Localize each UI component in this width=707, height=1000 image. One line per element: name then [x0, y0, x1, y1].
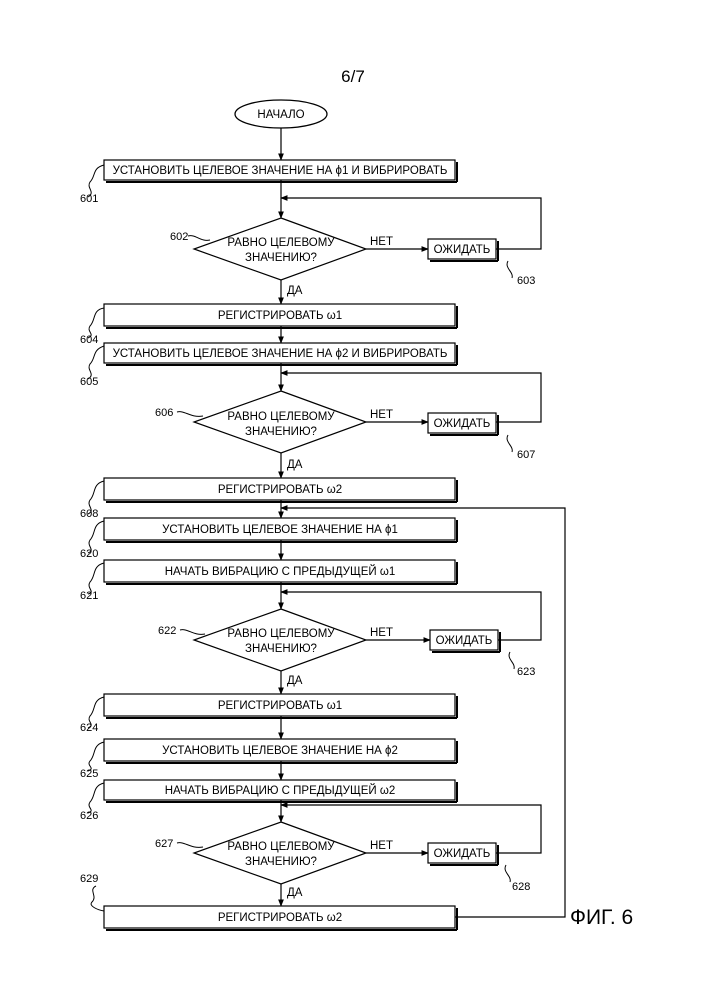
ref-608: 608	[80, 508, 98, 520]
decision-627-line1: РАВНО ЦЕЛЕВОМУ	[227, 841, 335, 853]
decision-602	[194, 218, 366, 280]
ref-620: 620	[80, 548, 98, 560]
wait-628-text: ОЖИДАТЬ	[434, 848, 491, 860]
step-626-text: НАЧАТЬ ВИБРАЦИЮ С ПРЕДЫДУЩЕЙ ω2	[165, 784, 396, 797]
ref-621: 621	[80, 590, 98, 602]
wait-607-text: ОЖИДАТЬ	[434, 418, 491, 430]
ref-628: 628	[512, 881, 530, 893]
start-label: НАЧАЛО	[257, 109, 304, 121]
no-label-622: НЕТ	[370, 627, 393, 639]
ref-606: 606	[155, 407, 173, 419]
step-605-text: УСТАНОВИТЬ ЦЕЛЕВОЕ ЗНАЧЕНИЕ НА ϕ2 И ВИБР…	[113, 348, 448, 360]
wait-603-text: ОЖИДАТЬ	[434, 244, 491, 256]
yes-label-606: ДА	[287, 459, 303, 471]
step-621-text: НАЧАТЬ ВИБРАЦИЮ С ПРЕДЫДУЩЕЙ ω1	[165, 565, 396, 578]
figure-label: ФИГ. 6	[570, 906, 633, 929]
step-601-text: УСТАНОВИТЬ ЦЕЛЕВОЕ ЗНАЧЕНИЕ НА ϕ1 И ВИБР…	[113, 165, 448, 177]
decision-606-line1: РАВНО ЦЕЛЕВОМУ	[227, 411, 335, 423]
ref-601: 601	[80, 193, 98, 205]
no-label-602: НЕТ	[370, 236, 393, 248]
ref-629: 629	[80, 873, 98, 885]
decision-622-line1: РАВНО ЦЕЛЕВОМУ	[227, 628, 335, 640]
ref-602: 602	[170, 231, 188, 243]
ref-603: 603	[517, 275, 535, 287]
ref-604: 604	[80, 334, 98, 346]
wait-623-text: ОЖИДАТЬ	[436, 635, 493, 647]
step-620-text: УСТАНОВИТЬ ЦЕЛЕВОЕ ЗНАЧЕНИЕ НА ϕ1	[162, 524, 398, 536]
ref-605: 605	[80, 376, 98, 388]
step-604-text: РЕГИСТРИРОВАТЬ ω1	[218, 310, 342, 322]
ref-623: 623	[517, 666, 535, 678]
yes-label-627: ДА	[287, 887, 303, 899]
step-625-text: УСТАНОВИТЬ ЦЕЛЕВОЕ ЗНАЧЕНИЕ НА ϕ2	[162, 745, 398, 757]
step-624-text: РЕГИСТРИРОВАТЬ ω1	[218, 700, 342, 712]
decision-627	[194, 822, 366, 884]
step-608-text: РЕГИСТРИРОВАТЬ ω2	[218, 484, 342, 496]
yes-label-622: ДА	[287, 675, 303, 687]
ref-624: 624	[80, 722, 98, 734]
decision-606-line2: ЗНАЧЕНИЮ?	[245, 426, 317, 438]
no-label-627: НЕТ	[370, 840, 393, 852]
no-label-606: НЕТ	[370, 409, 393, 421]
yes-label-602: ДА	[287, 285, 303, 297]
decision-627-line2: ЗНАЧЕНИЮ?	[245, 856, 317, 868]
decision-602-line1: РАВНО ЦЕЛЕВОМУ	[227, 237, 335, 249]
ref-627: 627	[155, 838, 173, 850]
step-629-text: РЕГИСТРИРОВАТЬ ω2	[218, 912, 342, 924]
ref-626: 626	[80, 810, 98, 822]
ref-607: 607	[517, 449, 535, 461]
decision-622	[194, 609, 366, 671]
decision-602-line2: ЗНАЧЕНИЮ?	[245, 252, 317, 264]
ref-622: 622	[158, 625, 176, 637]
decision-622-line2: ЗНАЧЕНИЮ?	[245, 643, 317, 655]
ref-625: 625	[80, 768, 98, 780]
page-number: 6/7	[341, 67, 365, 86]
